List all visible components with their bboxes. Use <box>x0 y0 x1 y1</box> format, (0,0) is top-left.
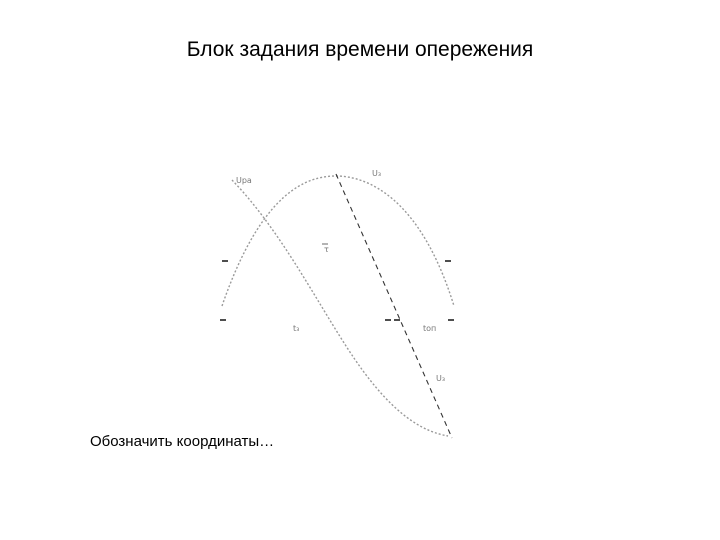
sine-arc <box>221 175 455 307</box>
caption: Обозначить координаты… <box>90 433 275 450</box>
reference-curve <box>231 179 449 437</box>
label-tau: τ <box>324 245 329 254</box>
label-u3-bottom: U₃ <box>436 374 445 383</box>
label-t-op: tоп <box>423 324 436 333</box>
label-t3: t₃ <box>293 324 299 333</box>
dashed-line <box>335 173 453 439</box>
label-u3-top: U₃ <box>372 169 381 178</box>
label-upa: Upa <box>236 176 252 185</box>
slide-title: Блок задания времени опережения <box>186 38 534 61</box>
